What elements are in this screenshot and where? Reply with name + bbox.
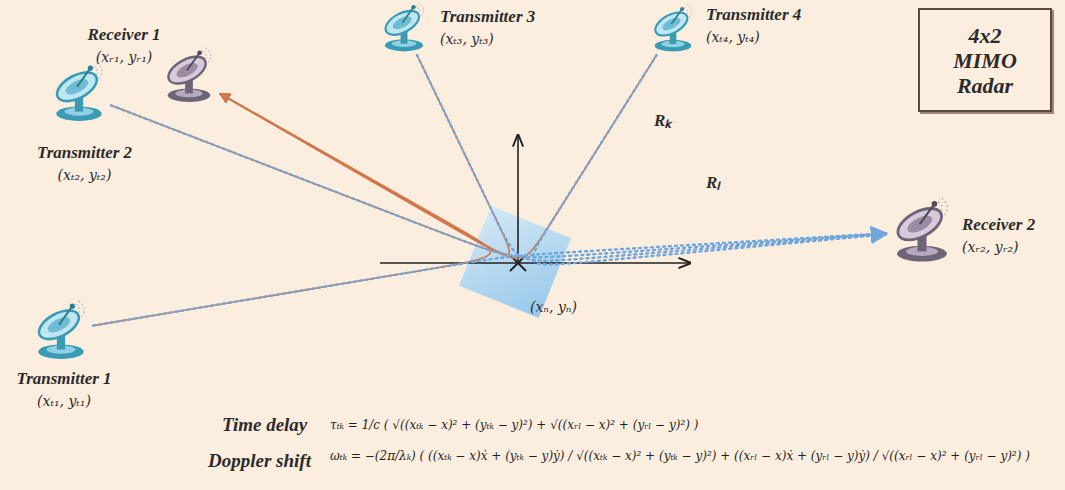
station-name: Transmitter 4 xyxy=(706,4,836,26)
title-box: 4x2 MIMO Radar xyxy=(918,8,1052,112)
receiver-station: Receiver 2(xᵣ₂, yᵣ₂) xyxy=(888,195,956,267)
coordinates: (xᵣ₁, yᵣ₁) xyxy=(74,46,174,68)
station-name: Receiver 2 xyxy=(962,214,1062,236)
coordinates: (xₜ₃, yₜ₃) xyxy=(440,28,570,50)
transmitter-icon xyxy=(382,3,424,52)
station-label: Transmitter 4(xₜ₄, yₜ₄) xyxy=(706,4,836,48)
coordinates: (xₜ₄, yₜ₄) xyxy=(706,26,836,48)
station-label: Transmitter 1(xₜ₁, yₜ₁) xyxy=(4,368,124,412)
station-label: Receiver 2(xᵣ₂, yᵣ₂) xyxy=(962,214,1062,258)
signal-path xyxy=(93,94,490,326)
target: (xₙ, yₙ) xyxy=(472,219,558,305)
transmitter-station: Transmitter 2(xₜ₂, yₜ₂) xyxy=(48,62,110,124)
signal-path xyxy=(111,105,886,257)
coordinates: (xₜ₂, yₜ₂) xyxy=(22,164,147,186)
transmitter-icon xyxy=(652,5,692,52)
coordinates: (xₙ, yₙ) xyxy=(530,296,620,318)
transmitter-icon xyxy=(34,301,84,359)
equation-name: Doppler shift xyxy=(208,450,311,472)
equation: ωₜₖ = −(2π/λₖ) ( ((xₜₖ − x)ẋ + (yₜₖ − y)… xyxy=(330,448,1050,464)
equation: τₜₖ = 1/c ( √((xₜₖ − x)² + (yₜₖ − y)²) +… xyxy=(330,417,890,433)
station-name: Receiver 1 xyxy=(74,24,174,46)
range-label: Rₗ xyxy=(706,170,720,193)
transmitter-icon xyxy=(52,63,102,121)
transmitter-station: Transmitter 4(xₜ₄, yₜ₄) xyxy=(645,4,701,54)
signal-path xyxy=(93,233,886,325)
station-label: Transmitter 2(xₜ₂, yₜ₂) xyxy=(22,142,147,186)
diagram-title: 4x2 MIMO Radar xyxy=(937,23,1033,98)
receiver-station: Receiver 1(xᵣ₁, yᵣ₁) xyxy=(160,45,218,107)
station-label: Transmitter 3(xₜ₃, yₜ₃) xyxy=(440,6,570,50)
station-name: Transmitter 2 xyxy=(22,142,147,164)
signal-path xyxy=(533,55,886,264)
range-label: Rₖ xyxy=(654,108,671,131)
signal-path xyxy=(220,55,509,255)
transmitter-station: Transmitter 1(xₜ₁, yₜ₁) xyxy=(30,300,92,362)
signal-path xyxy=(220,55,657,258)
station-label: (xₙ, yₙ) xyxy=(530,296,620,318)
coordinates: (xₜ₁, yₜ₁) xyxy=(4,390,124,412)
signal-path xyxy=(111,94,495,252)
station-label: Receiver 1(xᵣ₁, yᵣ₁) xyxy=(74,24,174,68)
coordinates: (xᵣ₂, yᵣ₂) xyxy=(962,236,1062,258)
equation-name: Time delay xyxy=(222,414,307,436)
receiver-icon xyxy=(893,198,948,261)
receiver-icon xyxy=(164,48,211,102)
signal-path xyxy=(417,55,886,261)
station-name: Transmitter 1 xyxy=(4,368,124,390)
station-name: Transmitter 3 xyxy=(440,6,570,28)
transmitter-station: Transmitter 3(xₜ₃, yₜ₃) xyxy=(376,2,432,54)
